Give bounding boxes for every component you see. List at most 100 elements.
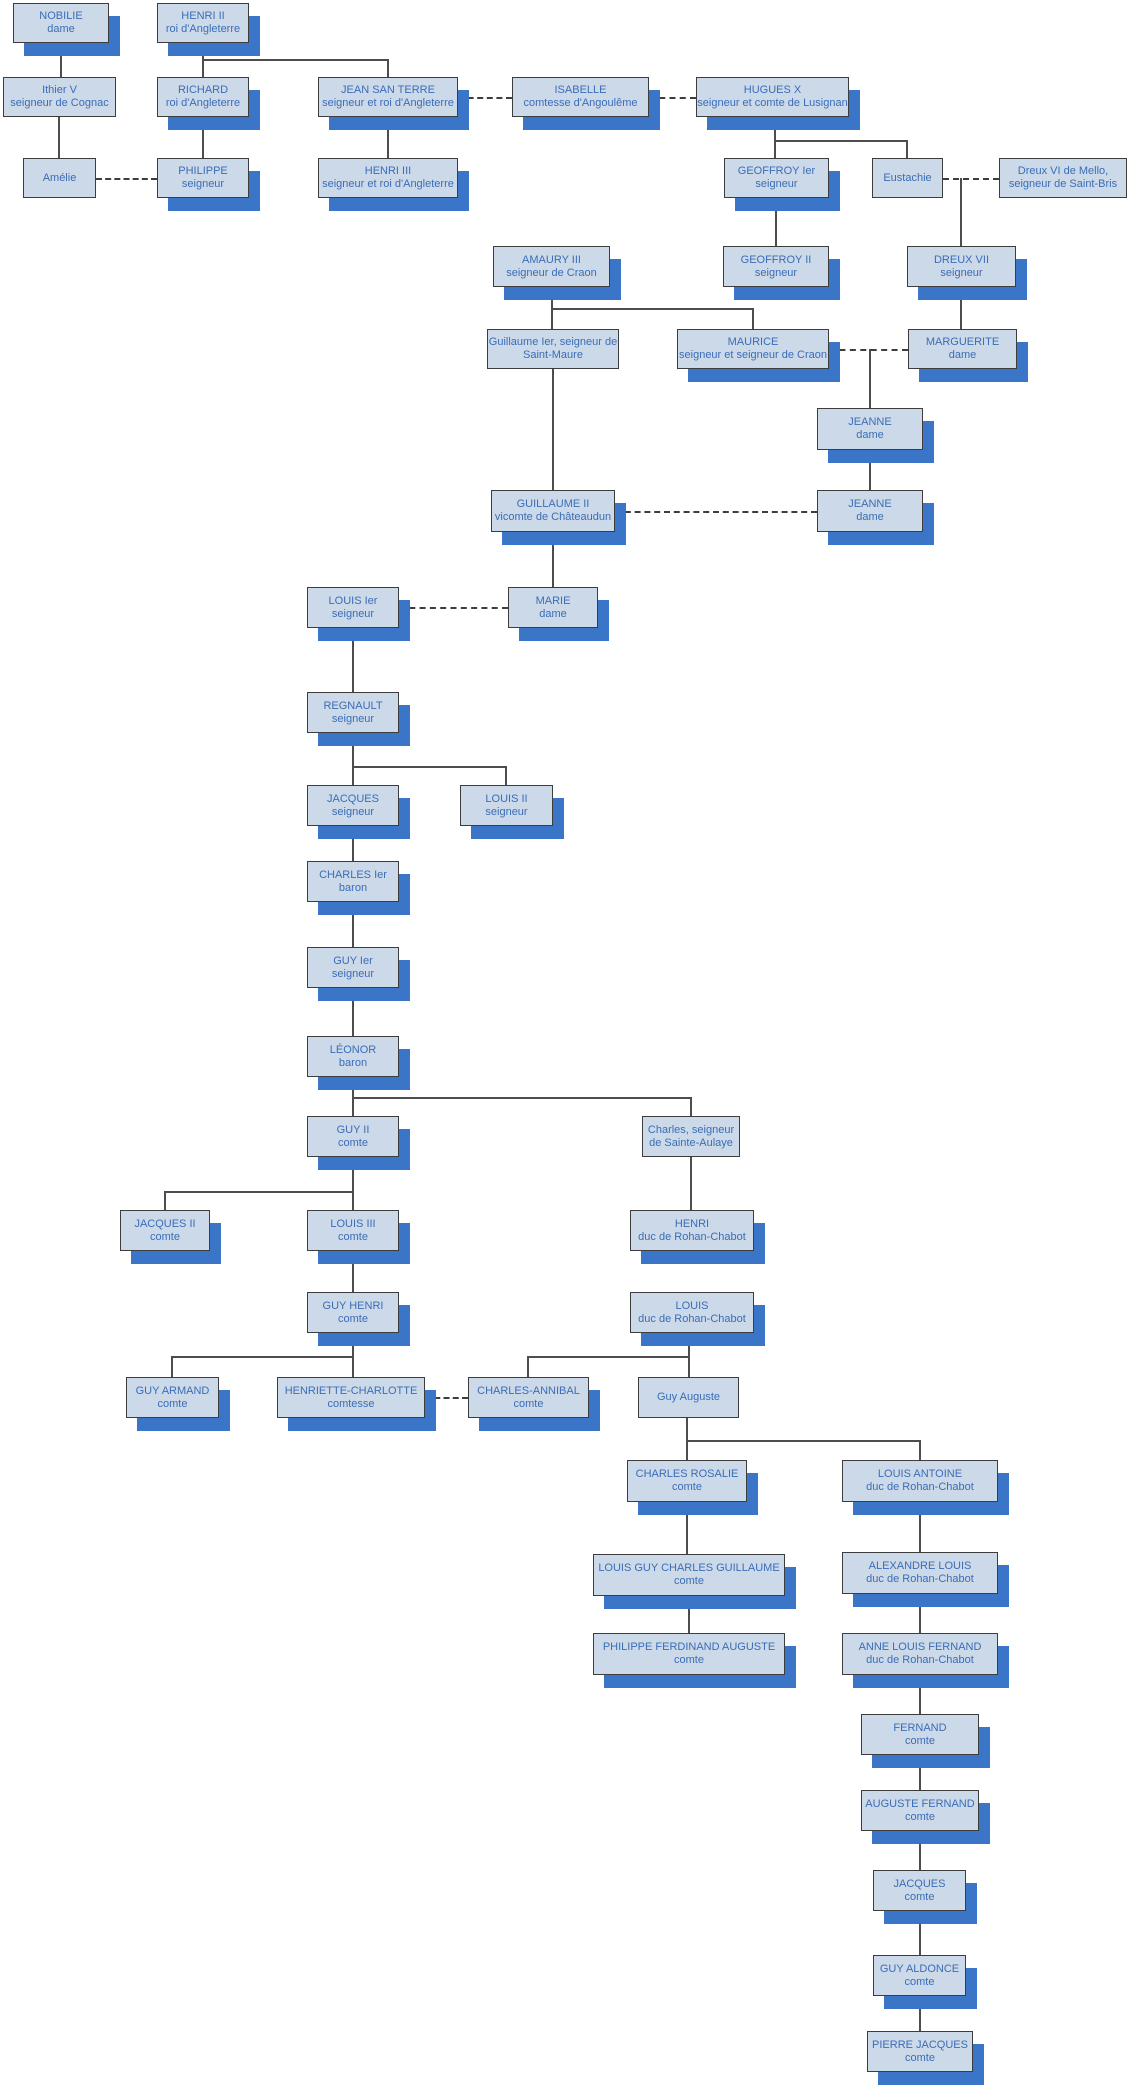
person-name: ALEXANDRE LOUIS [868, 1560, 972, 1572]
person-title: comte [674, 1654, 704, 1666]
person-name: FERNAND [893, 1721, 947, 1734]
descent-line [352, 1251, 354, 1292]
person-name: NOBILIE [39, 10, 83, 22]
sibling-line [353, 1097, 691, 1099]
tree-node-guy-auguste[interactable]: Guy Auguste [638, 1377, 739, 1418]
person-name: MARGUERITE [925, 336, 1000, 348]
person-name: GUY HENRI [322, 1299, 384, 1312]
person-title: seigneur [331, 607, 375, 620]
descent-line [164, 1191, 166, 1210]
person-title: seigneur et comte de Lusignan [697, 97, 848, 109]
person-name: GUY II [336, 1123, 370, 1136]
person-name: HUGUES X [743, 84, 802, 96]
person-name: Charles, seigneur [647, 1123, 735, 1136]
tree-node-amelie[interactable]: Amélie [23, 158, 96, 198]
descent-line [202, 117, 204, 158]
person-name: MARIE [535, 594, 571, 607]
descent-line [775, 198, 777, 246]
person-name: LOUIS ANTOINE [877, 1468, 963, 1480]
person-name: AMAURY III [522, 253, 581, 266]
person-name: Guy Auguste [657, 1391, 720, 1403]
person-title: seigneur de Saint-Bris [1008, 178, 1118, 190]
sibling-line [687, 1440, 920, 1442]
person-name: Eustachie [883, 171, 932, 184]
descent-line [690, 1157, 692, 1210]
sibling-line [552, 308, 753, 310]
descent-line [919, 1831, 921, 1870]
person-title: comtesse d'Angoulême [523, 97, 638, 109]
person-name: PHILIPPE FERDINAND AUGUSTE [602, 1641, 776, 1653]
person-title: vicomte de Châteaudun [494, 511, 612, 523]
person-name: GUY ARMAND [135, 1384, 210, 1397]
person-name: LOUIS II [485, 792, 528, 805]
person-title: seigneur et roi d'Angleterre [322, 97, 454, 109]
person-name: Dreux VI de Mello, [1017, 165, 1109, 177]
descent-line [352, 628, 354, 692]
descent-line [919, 1502, 921, 1552]
person-title: de Sainte-Aulaye [649, 1136, 733, 1149]
person-title: comte [672, 1481, 702, 1493]
person-title: seigneur [485, 805, 528, 818]
tree-node-dreux-vi[interactable]: Dreux VI de Mello,seigneur de Saint-Bris [999, 158, 1127, 198]
person-title: seigneur [755, 178, 798, 190]
person-name: LOUIS Ier [328, 594, 378, 607]
person-title: comte [338, 1312, 368, 1325]
descent-line [352, 733, 354, 785]
person-title: comte [904, 1975, 935, 1988]
person-title: duc de Rohan-Chabot [866, 1654, 974, 1666]
person-title: dame [47, 23, 75, 35]
tree-node-eustachie[interactable]: Eustachie [872, 158, 943, 198]
person-title: comtesse [327, 1397, 375, 1410]
person-title: comte [905, 1810, 935, 1823]
marriage-dashed-line [943, 178, 999, 180]
